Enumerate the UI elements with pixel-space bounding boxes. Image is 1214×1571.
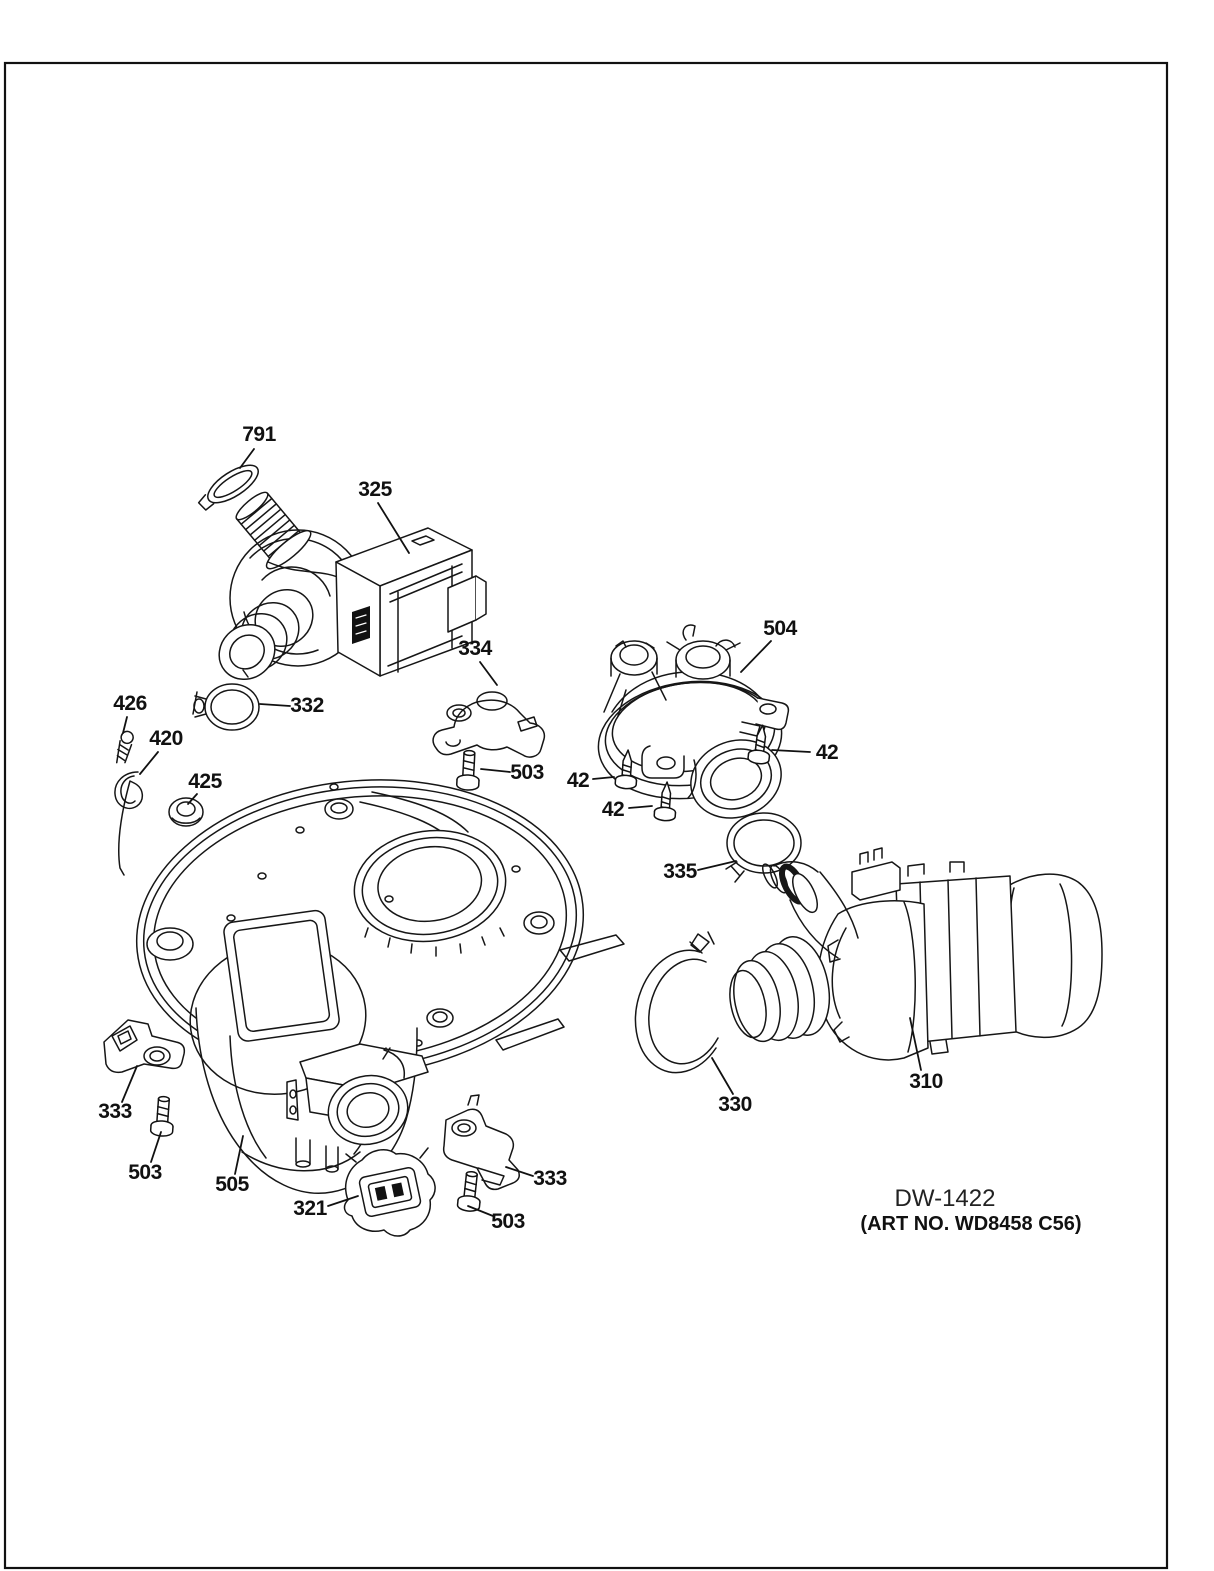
turbidity-sensor-321-art [343, 1147, 436, 1237]
part-label-333-left: 333 [98, 1100, 132, 1123]
part-label-426: 426 [113, 692, 147, 715]
part-label-321: 321 [293, 1197, 327, 1220]
part-label-310: 310 [909, 1070, 943, 1093]
tub-outlet-art [286, 1043, 429, 1146]
page-border [3, 61, 1169, 1570]
part-label-332: 332 [290, 694, 324, 717]
bracket-334-art [432, 691, 546, 758]
part-label-425: 425 [188, 770, 222, 793]
part-label-325: 325 [358, 478, 392, 501]
hose-clamp-332-art [192, 683, 260, 731]
grommet-425-art [168, 797, 204, 827]
part-label-503-left: 503 [128, 1161, 162, 1184]
part-label-335: 335 [663, 860, 697, 883]
part-label-503-top: 503 [510, 761, 544, 784]
hose-clamp-335-art [725, 812, 802, 883]
screw-503-top [455, 749, 482, 792]
screw-426-art [115, 730, 134, 764]
part-label-420: 420 [149, 727, 183, 750]
sump-cover-504-art [597, 624, 790, 819]
part-label-334: 334 [458, 637, 492, 660]
leader-lines [121, 448, 922, 1217]
diagram-caption: DW-1422 (ART NO. WD8458 C56) [860, 1185, 1081, 1235]
part-labels: 791 325 334 426 420 425 332 503 504 42 4… [98, 423, 943, 1233]
screw-503-left [149, 1095, 176, 1138]
wire-clip-420-art [114, 771, 143, 876]
part-label-504: 504 [763, 617, 797, 640]
part-label-505: 505 [215, 1173, 249, 1196]
part-label-42-right: 42 [816, 741, 838, 764]
circulation-pump-310-art [729, 847, 1103, 1061]
part-label-333-right: 333 [533, 1167, 567, 1190]
bracket-333-right-art [442, 1094, 520, 1191]
part-label-330: 330 [718, 1093, 752, 1116]
part-label-503-right: 503 [491, 1210, 525, 1233]
part-label-791: 791 [242, 423, 276, 446]
diagram-id-text: DW-1422 [895, 1185, 996, 1212]
part-label-42-left: 42 [567, 769, 589, 792]
bracket-333-left-art [103, 1019, 186, 1074]
hose-clamp-330-art [634, 931, 719, 1074]
drain-pump-art [218, 491, 487, 681]
hose-clamp-791-art [197, 464, 259, 511]
part-label-42-bottom: 42 [602, 798, 624, 821]
art-number-text: (ART NO. WD8458 C56) [860, 1213, 1081, 1235]
